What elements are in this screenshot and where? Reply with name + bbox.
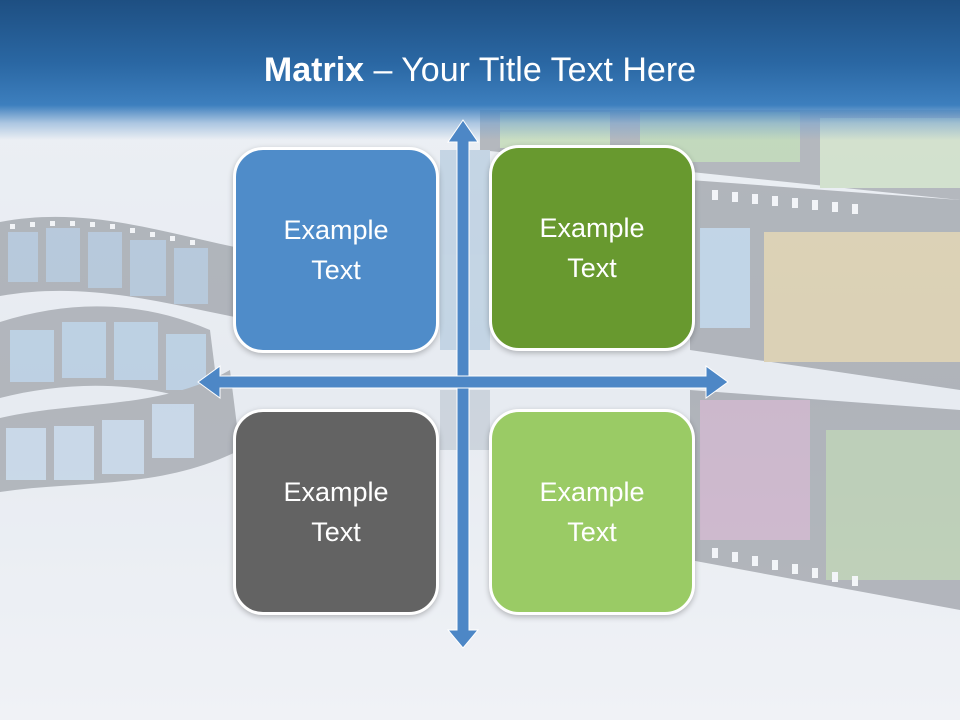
quadrant-bottom-right-line1: Example bbox=[539, 477, 645, 507]
quadrant-top-left-line2: Text bbox=[311, 255, 361, 285]
quadrant-bottom-right-line2: Text bbox=[567, 517, 617, 547]
quadrant-bottom-left-line2: Text bbox=[311, 517, 361, 547]
slide-title: Matrix – Your Title Text Here bbox=[0, 50, 960, 90]
quadrant-top-left: Example Text bbox=[233, 147, 439, 353]
quadrant-bottom-left-line1: Example bbox=[283, 477, 389, 507]
title-bold: Matrix bbox=[263, 51, 365, 89]
quadrant-top-right-line2: Text bbox=[567, 253, 617, 283]
horizontal-axis-arrow bbox=[197, 365, 729, 399]
quadrant-bottom-right: Example Text bbox=[489, 409, 695, 615]
title-rest: – Your Title Text Here bbox=[364, 51, 697, 89]
title-bar bbox=[0, 0, 960, 140]
quadrant-top-right: Example Text bbox=[489, 145, 695, 351]
quadrant-bottom-left: Example Text bbox=[233, 409, 439, 615]
quadrant-top-right-line1: Example bbox=[539, 213, 645, 243]
quadrant-top-left-line1: Example bbox=[283, 215, 389, 245]
